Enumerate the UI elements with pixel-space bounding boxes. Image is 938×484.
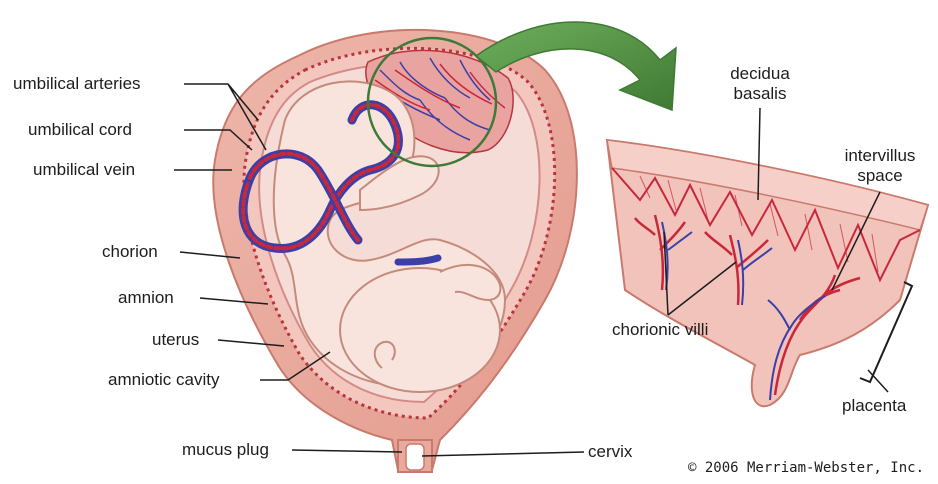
- label-mucus-plug: mucus plug: [182, 440, 269, 460]
- label-decidua-basalis: decidua basalis: [720, 64, 800, 104]
- label-amnion: amnion: [118, 288, 174, 308]
- label-uterus: uterus: [152, 330, 199, 350]
- label-decidua-line2: basalis: [720, 84, 800, 104]
- label-intervillus-space: intervillus space: [828, 146, 932, 186]
- label-umbilical-cord: umbilical cord: [28, 120, 132, 140]
- label-umbilical-vein: umbilical vein: [33, 160, 135, 180]
- label-decidua-line1: decidua: [720, 64, 800, 84]
- label-intervillus-line1: intervillus: [828, 146, 932, 166]
- label-chorionic-villi: chorionic villi: [612, 320, 708, 340]
- label-amniotic-cavity: amniotic cavity: [108, 370, 219, 390]
- label-chorion: chorion: [102, 242, 158, 262]
- label-umbilical-arteries: umbilical arteries: [13, 74, 141, 94]
- copyright-text: © 2006 Merriam-Webster, Inc.: [688, 460, 924, 476]
- mucus-plug: [406, 444, 424, 470]
- label-cervix: cervix: [588, 442, 632, 462]
- label-intervillus-line2: space: [828, 166, 932, 186]
- label-placenta: placenta: [842, 396, 906, 416]
